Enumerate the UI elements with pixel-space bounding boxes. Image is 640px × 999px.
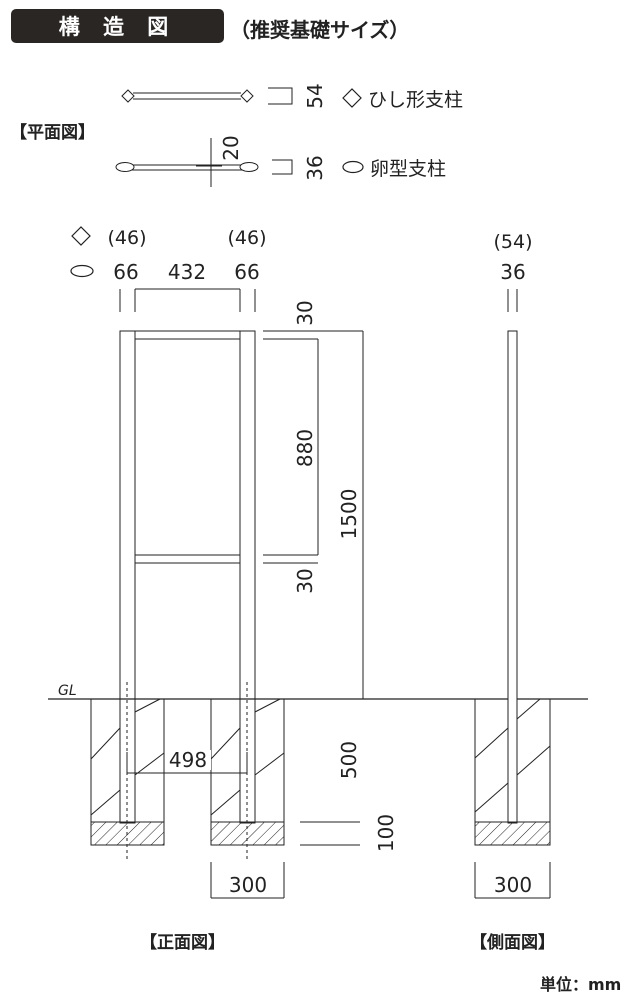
thickness-dim: 20 xyxy=(219,135,243,160)
panel-height-dim: 880 xyxy=(293,429,317,467)
post-spacing-dim-line xyxy=(126,752,248,774)
side-view-label: 【側面図】 xyxy=(470,933,555,953)
oval-legend-icon xyxy=(342,160,364,174)
diamond-legend-label: ひし形支柱 xyxy=(368,89,463,111)
side-view: (54) 36 300 xyxy=(474,231,551,899)
side-footing-width-dim: 300 xyxy=(494,873,532,897)
oval-width-middle: 432 xyxy=(168,260,206,284)
footing-width-dim: 300 xyxy=(229,873,267,897)
front-width-dims: (46) (46) 66 432 66 xyxy=(70,226,267,312)
top-rail-dim: 30 xyxy=(293,300,317,325)
oval-post-plan xyxy=(115,162,259,172)
diamond-size-dim: 54 xyxy=(303,83,327,108)
diamond-width-left: (46) xyxy=(107,227,146,249)
diamond-post-plan xyxy=(121,89,254,103)
ground-line: GL xyxy=(48,683,588,700)
oval-width-left: 66 xyxy=(113,260,138,284)
diamond-icon xyxy=(71,226,91,246)
thickness-dim-lines xyxy=(196,138,222,187)
oval-size-bracket xyxy=(272,159,293,175)
top-rail xyxy=(134,330,241,340)
embed-depth-dim: 500 xyxy=(337,741,361,779)
bottom-rail-dim: 30 xyxy=(293,568,317,593)
oval-size-dim: 36 xyxy=(303,155,327,180)
plan-view-label: 【平面図】 xyxy=(10,122,95,143)
side-post xyxy=(507,330,518,824)
page-title: 構 造 図 xyxy=(58,15,177,39)
bottom-rail xyxy=(134,554,241,564)
footing-width-dim-line xyxy=(210,862,285,899)
unit-label: 単位：mm xyxy=(540,975,622,994)
oval-width-right: 66 xyxy=(234,260,259,284)
plan-view: 54 ひし形支柱 【平面図】 20 36 卵型支柱 xyxy=(10,83,463,187)
front-height-dims xyxy=(263,330,364,846)
oval-legend-label: 卵型支柱 xyxy=(370,158,446,180)
front-view-label: 【正面図】 xyxy=(140,933,225,953)
total-height-dim: 1500 xyxy=(337,489,361,540)
side-oval-width: 36 xyxy=(500,260,525,284)
diamond-legend-icon xyxy=(342,88,362,108)
ground-label: GL xyxy=(58,683,77,699)
side-diamond-width: (54) xyxy=(493,231,532,253)
post-spacing-dim: 498 xyxy=(169,748,207,772)
page-subtitle: （推奨基礎サイズ） xyxy=(230,18,410,42)
diamond-size-bracket xyxy=(268,87,293,105)
oval-icon xyxy=(70,264,94,278)
diamond-width-right: (46) xyxy=(227,227,266,249)
base-depth-dim: 100 xyxy=(374,814,398,852)
title-badge: 構 造 図 xyxy=(11,9,224,43)
